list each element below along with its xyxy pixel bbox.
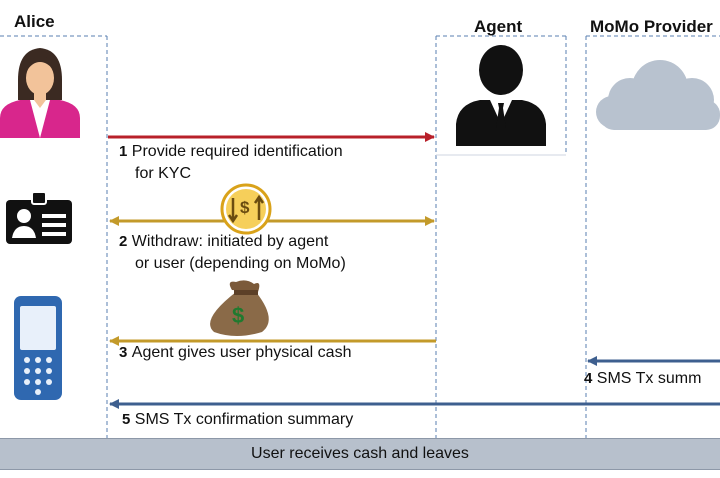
step-1-number: 1 — [119, 143, 128, 160]
step-1-line-2: for KYC — [135, 165, 192, 182]
step-2-label: 2 Withdraw: initiated by agent — [119, 231, 328, 253]
step-1-label: 1 Provide required identification — [119, 141, 343, 163]
provider-label: MoMo Provider — [590, 17, 713, 36]
step-2-line-2: or user (depending on MoMo) — [135, 255, 346, 272]
agent-label: Agent — [474, 17, 523, 36]
step-3-line-1: Agent gives user physical cash — [131, 344, 352, 361]
outcome-banner-text: User receives cash and leaves — [251, 445, 469, 462]
currency-exchange-icon — [220, 183, 272, 235]
step-5-number: 5 — [122, 411, 131, 428]
alice-lifeline — [0, 35, 108, 438]
step-4-number: 4 — [584, 370, 593, 387]
step-4-label: 4 SMS Tx summ — [584, 368, 720, 390]
id-card-icon — [6, 191, 72, 244]
agent-lifeline — [435, 35, 567, 438]
step-3-label: 3 Agent gives user physical cash — [119, 342, 351, 364]
cloud-icon — [596, 60, 720, 130]
money-bag-icon — [210, 280, 269, 336]
step-5-line-1: SMS Tx confirmation summary — [134, 411, 354, 428]
money-bag-symbol: $ — [232, 303, 245, 328]
currency-exchange-symbol: $ — [240, 198, 250, 217]
mobile-phone-icon — [14, 296, 62, 400]
provider-lifeline — [585, 35, 720, 438]
alice-label: Alice — [14, 12, 55, 31]
step-1-line-1: Provide required identification — [131, 143, 343, 160]
agent-avatar-icon — [456, 45, 546, 146]
step-2-line-1: Withdraw: initiated by agent — [131, 233, 329, 250]
alice-avatar-icon — [0, 48, 80, 138]
step-2-number: 2 — [119, 233, 128, 250]
step-5-label: 5 SMS Tx confirmation summary — [122, 409, 353, 431]
step-4-line-1: SMS Tx summ — [596, 370, 702, 387]
outcome-banner: User receives cash and leaves — [0, 438, 720, 470]
step-3-number: 3 — [119, 344, 128, 361]
